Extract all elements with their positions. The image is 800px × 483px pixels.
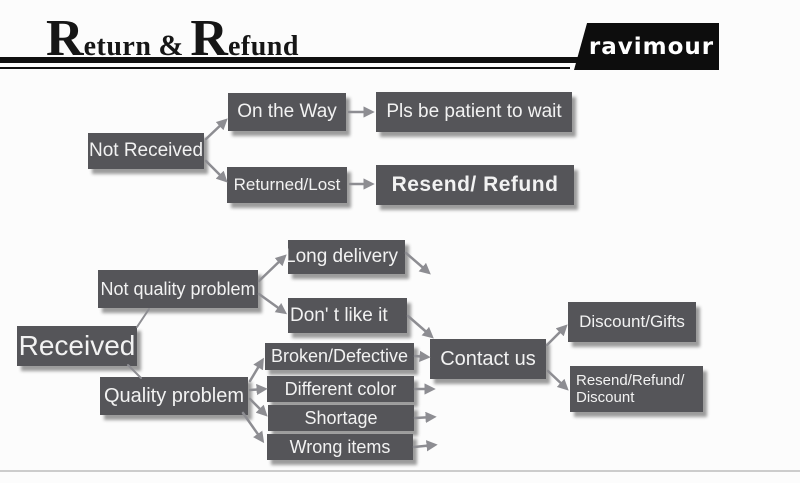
node-broken-defective: Broken/Defective <box>265 343 414 370</box>
node-on-the-way: On the Way <box>228 93 346 131</box>
arrow-contact-resendrefunddiscount <box>546 369 569 391</box>
arrow-quality-wrongitems <box>241 411 265 444</box>
arrow-shortage-contact <box>413 411 437 424</box>
arrow-notquality-dontlike <box>257 292 288 315</box>
arrow-quality-differentcolor <box>248 383 268 396</box>
title-word-1: eturn <box>83 31 152 62</box>
brand-logo-text: ravimour <box>588 33 715 60</box>
title-word-2: efund <box>227 31 299 62</box>
node-different-color: Different color <box>267 376 414 402</box>
arrow-dontlike-contact <box>406 314 434 339</box>
header-rule-thin <box>0 67 570 69</box>
node-not-quality-problem: Not quality problem <box>98 270 258 308</box>
arrow-notreceived-ontheway <box>204 118 228 141</box>
node-shortage: Shortage <box>268 405 414 431</box>
node-resend-refund-discount-line1: Resend/Refund/ <box>576 371 685 389</box>
node-resend-refund-discount-line2: Discount <box>576 389 635 406</box>
title-initial-1: R <box>46 10 84 67</box>
node-long-delivery: Long delivery <box>288 240 405 274</box>
line-received-notquality <box>136 308 150 328</box>
node-resend-refund-discount: Resend/Refund/ Discount <box>570 366 703 412</box>
node-discount-gifts: Discount/Gifts <box>568 302 696 342</box>
title-ampersand: & <box>158 29 184 62</box>
node-quality-problem: Quality problem <box>100 377 248 415</box>
node-resend-refund: Resend/ Refund <box>376 165 574 205</box>
title-initial-2: R <box>190 10 228 67</box>
brand-logo: ravimour <box>574 23 719 70</box>
arrow-broken-contact <box>413 350 431 362</box>
arrow-quality-shortage <box>248 397 268 417</box>
arrow-contact-discountgifts <box>545 324 568 347</box>
node-returned-lost: Returned/Lost <box>227 167 347 203</box>
node-pls-be-patient: Pls be patient to wait <box>376 92 572 132</box>
footer-rule <box>0 470 800 472</box>
arrow-wrongitems-contact <box>412 440 438 452</box>
node-dont-like-it: Don' t like it <box>288 298 407 333</box>
arrow-longdelivery-contact <box>404 251 431 275</box>
arrow-quality-broken <box>248 357 264 383</box>
header-rule-thick <box>0 57 578 63</box>
arrow-notquality-longdelivery <box>257 254 287 283</box>
arrow-notreceived-returned <box>204 159 228 183</box>
node-received: Received <box>17 326 137 366</box>
node-contact-us: Contact us <box>430 339 546 379</box>
node-wrong-items: Wrong items <box>267 434 413 460</box>
node-not-received: Not Received <box>88 133 204 169</box>
